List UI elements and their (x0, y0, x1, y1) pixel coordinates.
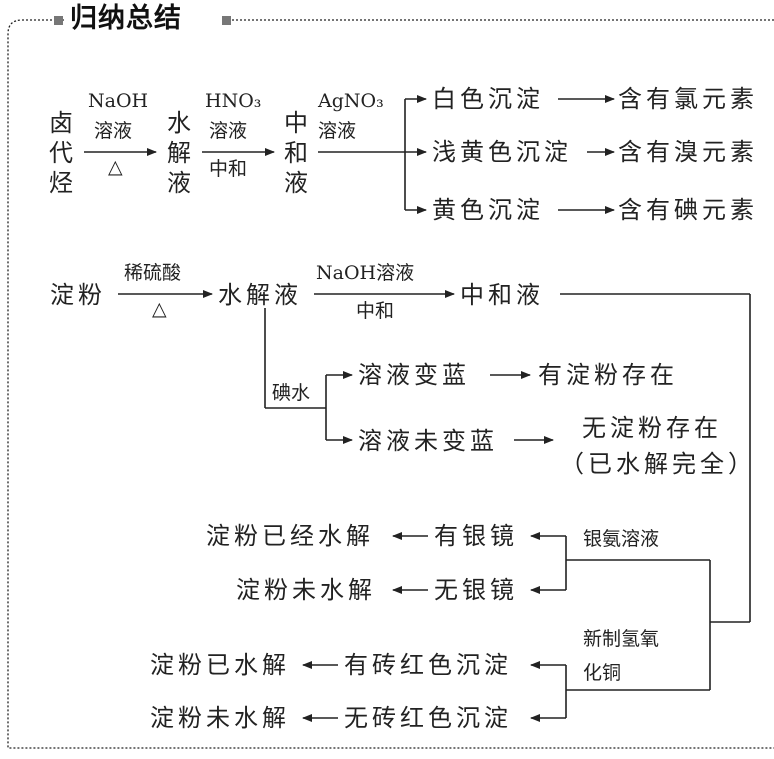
haloalkane-label: 卤代烃 (49, 109, 73, 197)
neutralized-liquid-label: 中和液 (284, 109, 308, 197)
fully-hydrolyzed-note: （已水解完全） (560, 450, 756, 478)
starch-not-hydrolyzed-silver: 淀粉未水解 (236, 576, 376, 604)
solution-not-blue: 溶液未变蓝 (358, 427, 498, 455)
reagent-dilute-h2so4: 稀硫酸 (124, 262, 182, 284)
cu-hydroxide-label-2: 化铜 (583, 662, 622, 684)
conclusion-chlorine: 含有氯元素 (618, 85, 758, 113)
precipitate-yellow: 黄色沉淀 (432, 196, 544, 224)
hydrolysate-label: 水解液 (167, 109, 191, 197)
cu-hydroxide-label-1: 新制氢氧 (583, 628, 660, 650)
brick-red-yes: 有砖红色沉淀 (344, 651, 512, 679)
heat-symbol-2: △ (152, 298, 167, 320)
starch-present: 有淀粉存在 (538, 361, 678, 389)
reagent-naoh-solution: 溶液 (94, 120, 133, 142)
neutralized-liquid-2-label: 中和液 (460, 281, 544, 309)
frame-border (7, 19, 774, 749)
conclusion-iodine: 含有碘元素 (618, 196, 758, 224)
neutralize-2-label: 中和 (356, 300, 395, 322)
iodine-water-label: 碘水 (272, 382, 311, 404)
starch-label: 淀粉 (50, 281, 106, 309)
reagent-hno3: HNO₃ (205, 90, 262, 112)
reagent-hno3-solution: 溶液 (209, 120, 248, 142)
no-starch: 无淀粉存在 (582, 414, 722, 442)
reagent-agno3-solution: 溶液 (318, 120, 357, 142)
starch-hydrolyzed-silver: 淀粉已经水解 (206, 522, 374, 550)
precipitate-white: 白色沉淀 (432, 85, 544, 113)
reagent-naoh: NaOH (88, 90, 149, 112)
hydrolysate-2-label: 水解液 (218, 281, 302, 309)
conclusion-bromine: 含有溴元素 (618, 138, 758, 166)
title-square-right (222, 16, 231, 25)
silver-ammonia-label: 银氨溶液 (583, 528, 660, 550)
silver-mirror-no: 无银镜 (434, 576, 518, 604)
starch-not-hydrolyzed-cu: 淀粉未水解 (150, 704, 290, 732)
precipitate-pale-yellow: 浅黄色沉淀 (432, 138, 572, 166)
brick-red-no: 无砖红色沉淀 (344, 704, 512, 732)
title-square-left (54, 16, 63, 25)
silver-mirror-yes: 有银镜 (434, 522, 518, 550)
solution-turns-blue: 溶液变蓝 (358, 361, 470, 389)
starch-hydrolyzed-cu: 淀粉已水解 (150, 651, 290, 679)
heat-symbol: △ (108, 156, 123, 178)
section-title: 归纳总结 (70, 3, 182, 34)
neutralize-label: 中和 (209, 158, 248, 180)
reagent-agno3: AgNO₃ (318, 90, 384, 112)
reagent-naoh-2: NaOH溶液 (316, 262, 415, 284)
